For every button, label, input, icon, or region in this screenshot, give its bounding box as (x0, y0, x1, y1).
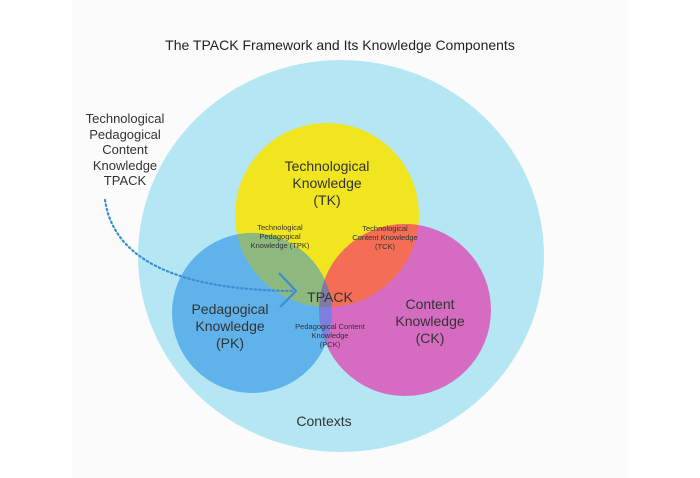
contexts-label: Contexts (296, 413, 352, 429)
arrow-chevron-icon (278, 272, 298, 308)
tpk-label: Technological Pedagogical Knowledge (TPK… (250, 223, 310, 250)
tpack-side-label: Technological Pedagogical Content Knowle… (85, 111, 165, 189)
tpk-region (235, 233, 332, 307)
tk-label: Technological Knowledge (TK) (284, 158, 370, 208)
tck-region (319, 224, 419, 307)
tck-label: Technological Content Knowledge (TCK) (352, 224, 418, 251)
pck-label: Pedagogical Content Knowledge (PCK) (295, 322, 365, 349)
pk-label: Pedagogical Knowledge (PK) (191, 301, 269, 351)
dotted-arrow (103, 198, 294, 293)
diagram-title: The TPACK Framework and Its Knowledge Co… (165, 37, 515, 53)
tpack-label: TPACK (307, 289, 353, 305)
ck-label: Content Knowledge (CK) (395, 296, 465, 346)
